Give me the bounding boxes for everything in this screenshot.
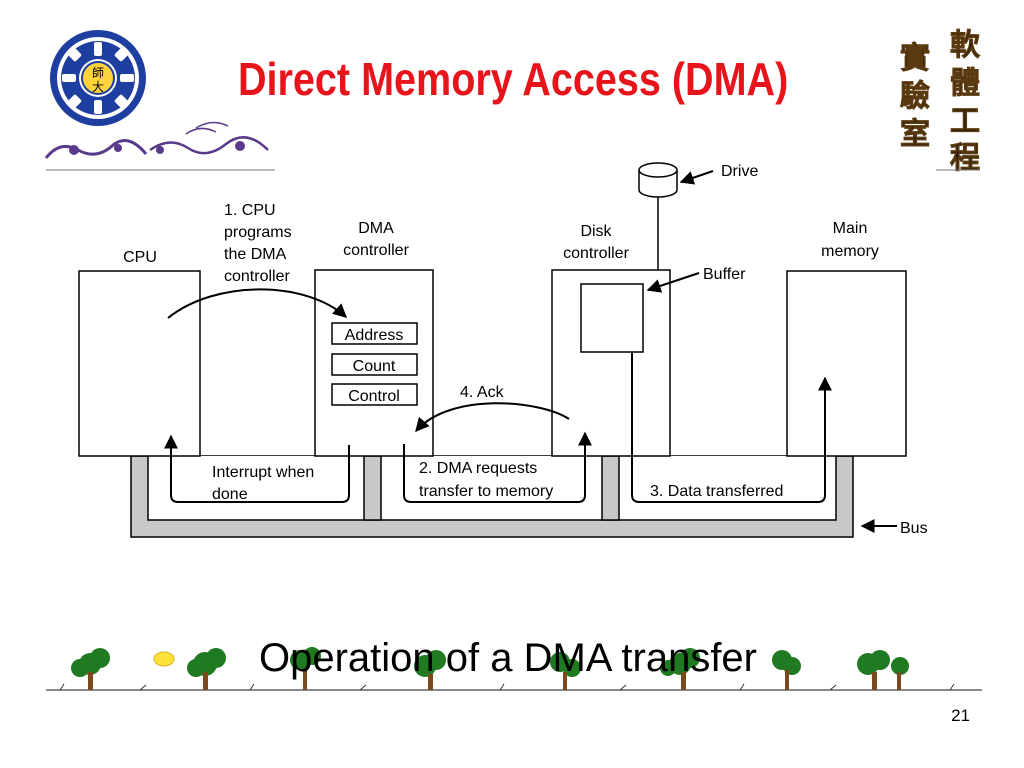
interrupt-line2: done (212, 486, 248, 503)
main-memory-label-2: memory (821, 243, 879, 260)
interrupt-arrow (164, 434, 350, 503)
logo-char-4: 驗 (900, 79, 930, 113)
step2-line2: transfer to memory (419, 483, 553, 500)
step1-line1: 1. CPU (224, 202, 276, 219)
main-memory-box (786, 270, 907, 457)
control-label: Control (348, 388, 400, 405)
step3-arrow (631, 352, 832, 503)
cpu-box (78, 270, 201, 457)
cpu-label: CPU (123, 249, 157, 266)
disk-controller-label-1: Disk (580, 223, 612, 240)
bus-label: Bus (900, 520, 928, 537)
dma-controller-label-1: DMA (358, 220, 394, 237)
step4-label: 4. Ack (460, 384, 505, 401)
slide-caption: Operation of a DMA transfer (258, 636, 757, 680)
step2-arrow (403, 431, 592, 503)
interrupt-line1: Interrupt when (212, 464, 314, 481)
seal-char-1: 師 (92, 66, 104, 80)
logo-char-3: 體 (950, 67, 980, 100)
step3-label: 3. Data transferred (650, 483, 783, 500)
lab-logo-icon: 軟 實 體 驗 工 室 程 (900, 29, 982, 176)
step1-arrow (167, 288, 348, 319)
dma-controller-label-2: controller (343, 242, 409, 259)
control-register (331, 383, 418, 406)
address-label: Address (345, 327, 404, 344)
drive-label: Drive (721, 163, 758, 180)
main-memory-label-1: Main (833, 220, 868, 237)
address-register (331, 322, 418, 345)
count-register (331, 353, 418, 376)
university-seal-icon: 師 大 (50, 30, 146, 126)
logo-char-1: 軟 (950, 29, 981, 62)
buffer-box (580, 283, 644, 353)
dma-diagram: Address Count Control CPU DMA controller… (78, 162, 928, 538)
bus (130, 455, 854, 538)
logo-char-6: 室 (900, 117, 930, 151)
step2-line1: 2. DMA requests (419, 460, 537, 477)
decorative-trees-icon (46, 647, 982, 691)
decorative-flourish-icon (44, 121, 275, 171)
step1-line3: the DMA (224, 246, 287, 263)
slide-title: Direct Memory Access (DMA) (237, 53, 789, 105)
step1-line2: programs (224, 224, 292, 241)
drive-pointer-arrow (679, 170, 714, 185)
buffer-label: Buffer (703, 266, 746, 283)
logo-char-5: 工 (950, 105, 980, 138)
step1-line4: controller (224, 268, 290, 285)
step4-arrow (415, 402, 570, 433)
disk-controller-label-2: controller (563, 245, 629, 262)
logo-char-2: 實 (900, 41, 930, 75)
buffer-pointer-arrow (646, 272, 700, 293)
drive-icon (638, 162, 678, 270)
seal-char-2: 大 (92, 80, 104, 94)
count-label: Count (353, 358, 396, 375)
page-number: 21 (951, 706, 970, 725)
